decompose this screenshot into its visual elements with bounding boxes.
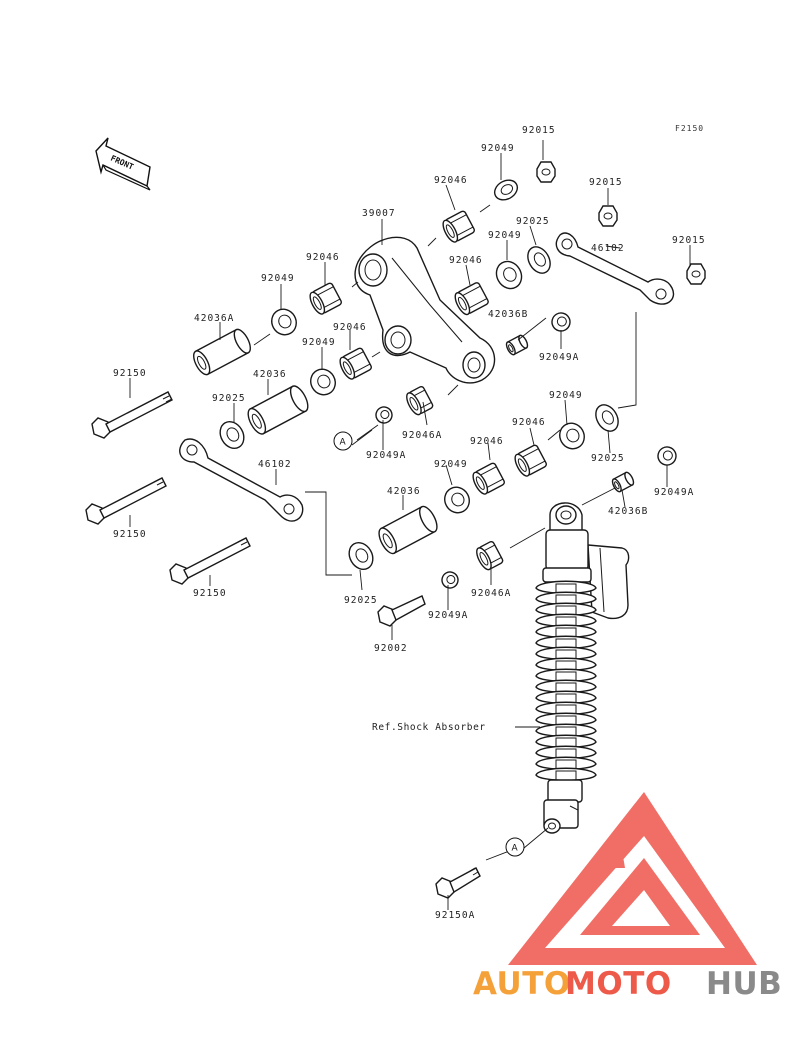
part-number-label: 39007 (362, 208, 396, 219)
wordmark-auto: AUTO (473, 966, 571, 1002)
front-arrow-icon: FRONT (95, 137, 151, 191)
svg-text:A: A (340, 438, 347, 448)
tie-rod-lower (179, 438, 304, 522)
part-number-label: 92046 (449, 255, 483, 266)
automotohub-wordmark: AUTO MOTO HUB (473, 966, 782, 1002)
nut-92015 (536, 161, 556, 183)
part-number-label: 42036 (387, 486, 421, 497)
part-number-label: 92015 (522, 125, 556, 136)
part-number-label: 92025 (212, 393, 246, 404)
bearing-92046 (472, 462, 505, 495)
washer-92025 (527, 246, 551, 274)
part-number-label: 92049 (302, 337, 336, 348)
part-labels: 92015 92049 92046 39007 92015 92025 92049 46102… (113, 125, 706, 921)
wordmark-moto: MOTO (565, 966, 672, 1002)
part-number-label: 92049A (539, 352, 579, 363)
part-number-label: 92046 (512, 417, 546, 428)
part-number-label: 92150A (435, 910, 475, 921)
washer-92025 (348, 541, 374, 571)
part-number-label: 92150 (113, 529, 147, 540)
seal-92049A (375, 406, 393, 424)
wordmark-hub: HUB (706, 966, 782, 1002)
part-number-label: 92046 (434, 175, 468, 186)
part-number-label: 42036A (194, 313, 234, 324)
part-number-label: 92046 (470, 436, 504, 447)
collar-42036B (505, 334, 529, 356)
part-number-label: 92049 (434, 459, 468, 470)
part-number-label: 42036 (253, 369, 287, 380)
part-number-label: 92046 (333, 322, 367, 333)
tie-rod-upper (555, 232, 675, 305)
part-number-label: 92025 (591, 453, 625, 464)
seal-92049 (444, 486, 470, 514)
collar-42036A (192, 328, 252, 376)
part-number-label: 46102 (258, 459, 292, 470)
part-number-label: 92049 (488, 230, 522, 241)
seal-92049 (559, 422, 585, 450)
seal-92049 (495, 260, 523, 290)
bearing-92046 (454, 282, 489, 316)
reference-marker-a-lower: A (505, 837, 525, 857)
part-number-label: 92015 (589, 177, 623, 188)
part-number-label: 92015 (672, 235, 706, 246)
bearing-92046A (406, 386, 434, 416)
automotohub-logo (508, 792, 757, 965)
bolt-92150-lower (169, 537, 251, 585)
part-number-label: 92046 (306, 252, 340, 263)
reference-marker-a-upper: A (333, 431, 353, 451)
bolt-92002 (377, 595, 426, 627)
part-number-label: 92150 (113, 368, 147, 379)
svg-text:A: A (512, 844, 519, 854)
ref-shock-absorber-label: Ref.Shock Absorber (372, 722, 486, 733)
collar-42036B (611, 471, 635, 493)
seal-92049A (551, 312, 571, 332)
bolt-92150-middle (85, 477, 167, 525)
part-number-label: 92046A (471, 588, 511, 599)
bearing-92046A (476, 541, 504, 571)
nut-92015 (686, 263, 706, 285)
seal-92049A (657, 446, 677, 466)
bolt-92150A (435, 867, 481, 899)
washer-92025 (595, 404, 619, 432)
part-number-label: 92025 (516, 216, 550, 227)
bearing-92046 (514, 444, 547, 477)
diagram-code: F2150 (675, 124, 704, 133)
hardware-parts (192, 161, 706, 589)
part-number-label: 46102 (591, 243, 625, 254)
part-number-label: 42036B (608, 506, 648, 517)
shock-absorber (535, 502, 630, 834)
part-number-label: 92049A (654, 487, 694, 498)
seal-92049 (310, 368, 336, 396)
part-number-label: 92049 (549, 390, 583, 401)
washer-92025 (219, 420, 245, 450)
seal-92049A (441, 571, 459, 589)
part-number-label: 42036B (488, 309, 528, 320)
leader-lines (129, 140, 691, 910)
rocker-arm (354, 236, 496, 384)
part-number-label: 92049 (481, 143, 515, 154)
part-number-label: 92049A (428, 610, 468, 621)
seal-92049 (271, 308, 297, 336)
bearing-92046 (339, 347, 372, 380)
part-number-label: 92150 (193, 588, 227, 599)
bearing-92046 (309, 282, 342, 315)
bolt-92150-upper (91, 391, 173, 439)
part-number-label: 92046A (402, 430, 442, 441)
bearing-92046 (442, 210, 475, 243)
part-number-label: 92002 (374, 643, 408, 654)
part-number-label: 92025 (344, 595, 378, 606)
nut-92015 (598, 205, 618, 227)
part-number-label: 92049 (261, 273, 295, 284)
seal-92049 (493, 179, 519, 201)
part-number-label: 92049A (366, 450, 406, 461)
collar-42036 (247, 385, 309, 435)
collar-42036 (378, 505, 438, 555)
